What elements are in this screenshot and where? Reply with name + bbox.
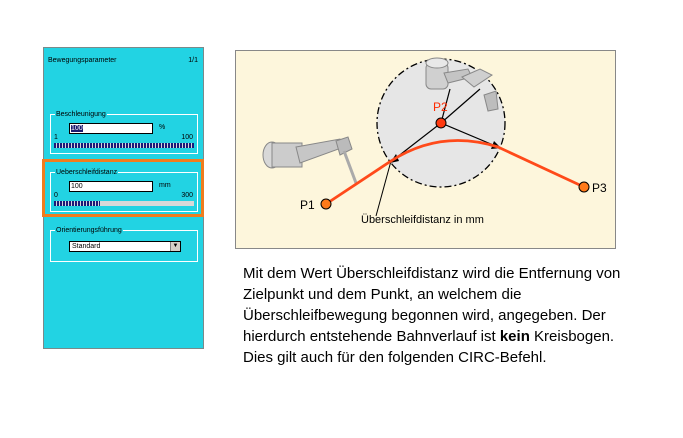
caption-bold: kein — [499, 328, 530, 345]
point-p1 — [320, 198, 332, 210]
approx-distance-group: Ueberschleifdistanz 100 mm 0 300 — [50, 168, 198, 212]
approx-distance-unit: mm — [159, 182, 171, 189]
leader-line — [375, 160, 392, 217]
p1-label: P1 — [300, 198, 315, 212]
approx-distance-slider[interactable] — [54, 201, 194, 206]
approx-distance-highlight — [42, 159, 204, 217]
approx-distance-max: 300 — [181, 192, 193, 199]
orientation-value: Standard — [72, 243, 101, 250]
approx-distance-min: 0 — [54, 192, 58, 199]
approximation-diagram: P1 P2 P3 Überschleifdistanz in mm — [235, 50, 616, 249]
acceleration-slider-fill — [54, 143, 194, 148]
chevron-down-icon[interactable]: ▼ — [170, 242, 180, 251]
orientation-select[interactable]: Standard ▼ — [69, 241, 181, 252]
explanation-text: Mit dem Wert Überschleifdistanz wird die… — [243, 263, 643, 368]
robot-top-icon — [425, 57, 499, 124]
acceleration-min: 1 — [54, 134, 58, 141]
approx-distance-label: Ueberschleifdistanz — [55, 168, 119, 177]
panel-header: Bewegungsparameter 1/1 — [48, 57, 198, 64]
caption-part1: Mit dem Wert Überschleifdistanz wird die… — [243, 265, 621, 345]
acceleration-unit: % — [159, 124, 166, 131]
robot-left-icon — [262, 136, 358, 184]
orientation-group: Orientierungsführung Standard ▼ — [50, 226, 198, 262]
motion-path — [325, 139, 585, 206]
p2-label: P2 — [433, 100, 448, 114]
acceleration-slider[interactable] — [54, 143, 194, 148]
point-p2 — [435, 117, 447, 129]
distance-label: Überschleifdistanz in mm — [361, 214, 484, 226]
page-indicator: 1/1 — [188, 57, 198, 64]
diagram-svg: P1 P2 P3 Überschleifdistanz in mm — [262, 57, 607, 226]
panel-title: Bewegungsparameter — [48, 57, 117, 64]
p3-label: P3 — [592, 181, 607, 195]
orientation-label: Orientierungsführung — [55, 226, 123, 235]
acceleration-label: Beschleunigung — [55, 110, 107, 119]
acceleration-group: Beschleunigung 100 % 1 100 — [50, 110, 198, 154]
acceleration-max: 100 — [181, 134, 193, 141]
point-p3 — [578, 181, 590, 193]
acceleration-input[interactable]: 100 — [69, 123, 153, 134]
approx-distance-input[interactable]: 100 — [69, 181, 153, 192]
motion-parameters-panel: Bewegungsparameter 1/1 Beschleunigung 10… — [43, 47, 204, 349]
caption-part2: Kreisbogen. Dies gilt auch für den folge… — [243, 328, 615, 366]
approx-distance-slider-fill — [54, 201, 101, 206]
